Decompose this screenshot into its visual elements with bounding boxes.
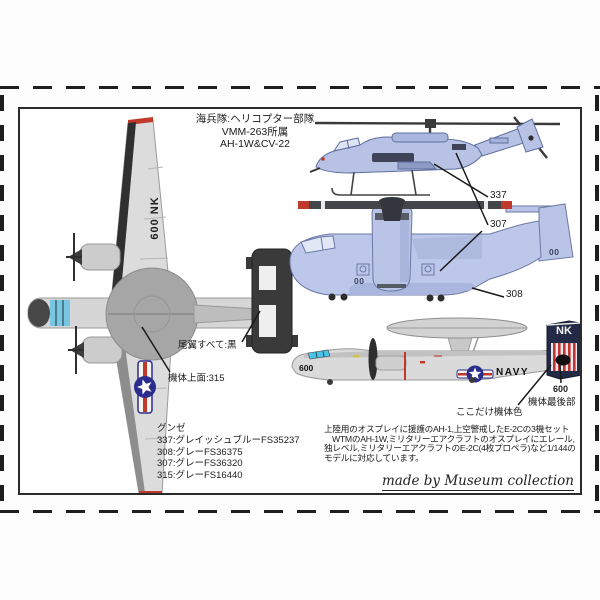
tail-fin-art xyxy=(546,320,580,380)
description-line: 独レベル,ミリタリーエアクラフトのE-2C(4枚プロペラ)など1/144の xyxy=(324,443,576,453)
e2c-side-illustration xyxy=(291,317,580,385)
e2c-tail-code: NK xyxy=(556,325,572,337)
horizontal-stabilizer xyxy=(489,137,509,144)
rotodome-topview xyxy=(105,267,199,361)
v22-illustration xyxy=(289,197,574,302)
v22-fin-code: 00 xyxy=(549,247,560,257)
topview-wing-code: 600 NK xyxy=(149,196,161,240)
annotation-tail-black: 尾翼すべて:黒 xyxy=(178,340,237,351)
e2c-topview-illustration xyxy=(27,117,298,493)
paint-item: 308:グレーFS36375 xyxy=(157,446,243,458)
v22-fuselage-code: 00 xyxy=(354,276,365,286)
cut-line-left xyxy=(0,95,4,507)
callout-308: 308 xyxy=(506,289,523,300)
engine-fairing xyxy=(391,132,449,143)
tailplane-black xyxy=(246,248,298,354)
wing-leading-edge-gray xyxy=(112,332,145,493)
side-pod xyxy=(372,153,414,162)
star-insignia-wing xyxy=(134,360,156,414)
wing-shadow xyxy=(412,235,482,259)
illustration-canvas xyxy=(27,116,580,493)
cockpit-windows xyxy=(300,235,336,254)
canopy xyxy=(332,137,361,152)
canopy xyxy=(307,349,331,360)
paint-item: 307:グレーFS36320 xyxy=(157,458,243,470)
eagle-silhouette xyxy=(555,354,571,366)
gun-turret xyxy=(309,167,321,173)
ah1w-illustration xyxy=(309,116,561,196)
paint-brand: グンゼ xyxy=(157,423,186,434)
e2c-nose-number: 600 xyxy=(299,363,314,373)
prop-warning-stripe xyxy=(404,352,406,380)
callout-307: 307 xyxy=(490,219,507,230)
engine-nacelle xyxy=(375,355,407,371)
engine-nacelle-upper xyxy=(66,233,121,281)
tail-fin xyxy=(516,118,544,153)
header-note-line2: VMM-263所属 xyxy=(221,125,289,138)
header-note-line3: AH-1W&CV-22 xyxy=(219,138,291,150)
header-note: 海兵隊:ヘリコプター部隊 VMM-263所属 AH-1W&CV-22 xyxy=(168,113,342,151)
paint-item: 315:グレーFS16440 xyxy=(157,470,243,482)
stub-wing xyxy=(397,161,438,170)
cut-line-top xyxy=(0,86,600,89)
cut-line-right xyxy=(595,95,599,507)
exhaust xyxy=(452,144,466,150)
description-line: モデルに対応しています。 xyxy=(324,452,424,463)
propeller xyxy=(368,338,378,380)
proprotor-blades xyxy=(298,197,512,221)
engine-nacelle-lower xyxy=(68,326,123,374)
description-line: WTMのAH-1W,ミリタリーエアクラフトのオスプレイにエレール, xyxy=(332,433,575,444)
description-line: 上陸用のオスプレイに援護のAH-1,上空警戒したE-2Cの3機セット xyxy=(324,424,570,434)
maker-signature: made by Museum collection xyxy=(380,473,574,491)
rotodome-side xyxy=(386,317,528,353)
instruction-panel: 海兵隊:ヘリコプター部隊 VMM-263所属 AH-1W&CV-22 600 N… xyxy=(18,107,582,495)
header-note-line1: 海兵隊:ヘリコプター部隊 xyxy=(195,113,315,125)
annotation-rear-position: 機体最後部 xyxy=(528,397,576,408)
maker-signature-text: made by Museum collection xyxy=(382,473,574,491)
nose-cone xyxy=(28,299,50,327)
e2c-navy-marking: NAVY xyxy=(496,367,530,378)
callout-337: 337 xyxy=(490,190,507,201)
paint-item: 337:グレイッシュブルーFS35237 xyxy=(157,434,300,446)
annotation-upper-surface: 機体上面:315 xyxy=(168,373,225,384)
landing-skids xyxy=(331,169,430,196)
annotation-only-here: ここだけ機体色 xyxy=(456,407,523,418)
cut-line-bottom xyxy=(0,510,600,513)
paint-guide: グンゼ 337:グレイッシュブルーFS35237 308:グレーFS36375 … xyxy=(157,423,300,482)
leader-lines xyxy=(141,152,562,406)
description-paragraph: 上陸用のオスプレイに援護のAH-1,上空警戒したE-2Cの3機セット WTMのA… xyxy=(324,424,576,463)
cockpit-glazing xyxy=(50,300,70,326)
annotation-rear-number: 600 xyxy=(553,384,569,394)
